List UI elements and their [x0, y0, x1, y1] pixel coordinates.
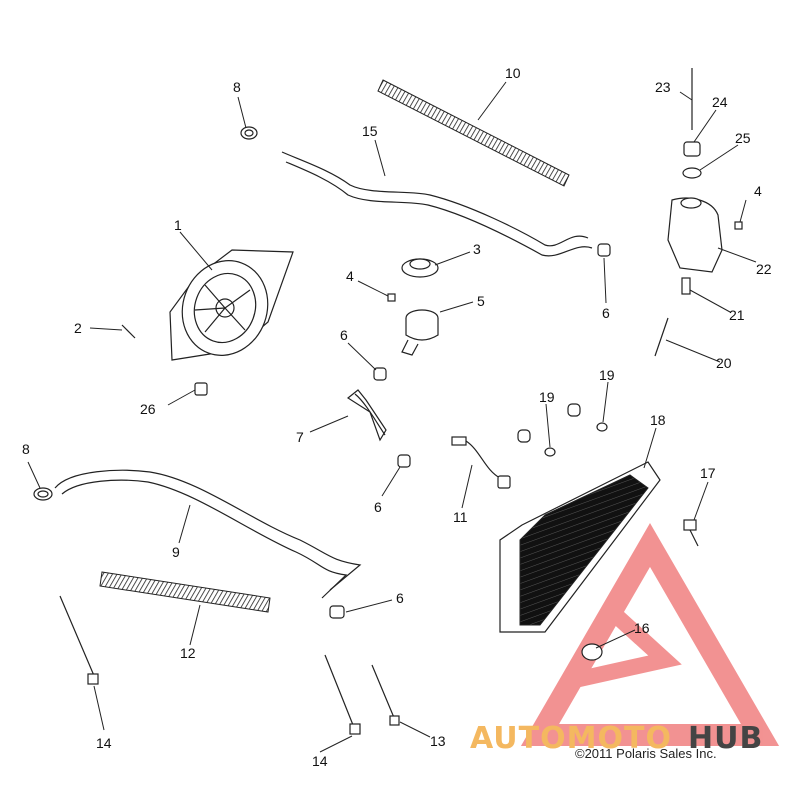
part-6-clamp-a — [597, 243, 611, 257]
part-9-lower-hose — [54, 469, 362, 599]
part-15-hose — [281, 151, 593, 257]
callout-18: 18 — [650, 412, 666, 428]
callout-24: 24 — [712, 94, 728, 110]
callout-26: 26 — [140, 401, 156, 417]
callout-9: 9 — [172, 544, 180, 560]
callout-15: 15 — [362, 123, 378, 139]
copyright-notice: ©2011 Polaris Sales Inc. — [575, 746, 717, 761]
callout-23: 23 — [655, 79, 671, 95]
part-10-corrugated-hose — [377, 79, 570, 187]
part-22-reservoir — [667, 197, 723, 273]
watermark-text-automoto: AUTOMOTO — [470, 721, 672, 756]
callout-12: 12 — [180, 645, 196, 661]
part-11-temp-sensor — [451, 436, 511, 489]
part-3-radiator-cap — [401, 258, 439, 278]
callout-5: 5 — [477, 293, 485, 309]
part-19-grommet-a — [517, 429, 556, 457]
part-13-rod — [371, 664, 400, 726]
callout-14-left: 14 — [96, 735, 112, 751]
part-8-clamp-left — [33, 487, 53, 501]
callout-17: 17 — [700, 465, 716, 481]
callout-21: 21 — [729, 307, 745, 323]
leader-lines — [27, 81, 757, 753]
part-20-tube — [654, 317, 669, 357]
part-14-rod-left — [59, 595, 99, 685]
callout-3: 3 — [473, 241, 481, 257]
callout-10: 10 — [505, 65, 521, 81]
part-26-grommet — [194, 382, 208, 396]
callout-6-a: 6 — [602, 305, 610, 321]
part-1-fan-assembly — [169, 249, 294, 361]
callout-1: 1 — [174, 217, 182, 233]
part-17-bolt — [683, 519, 699, 547]
callout-4-left: 4 — [346, 268, 354, 284]
callout-19-b: 19 — [599, 367, 615, 383]
callout-22: 22 — [756, 261, 772, 277]
part-18-radiator — [499, 461, 661, 633]
part-12-corrugated-hose — [99, 571, 271, 613]
callout-14-center: 14 — [312, 753, 328, 769]
callout-11: 11 — [453, 509, 468, 525]
callout-16: 16 — [634, 620, 650, 636]
part-2-bolt — [121, 324, 136, 339]
part-6-clamp-b — [373, 367, 387, 381]
part-25-o-ring — [682, 167, 702, 179]
callout-8-left: 8 — [22, 441, 30, 457]
part-8-clamp-top — [240, 126, 258, 140]
callout-7: 7 — [296, 429, 304, 445]
callout-20: 20 — [716, 355, 732, 371]
part-7-elbow-hose — [346, 389, 387, 442]
part-14-rod-center — [324, 654, 361, 735]
watermark-text-hub: HUB — [688, 721, 763, 756]
callout-13: 13 — [430, 733, 446, 749]
callout-19-a: 19 — [539, 389, 555, 405]
callout-labels: 1 2 3 4 4 5 6 6 6 6 7 8 8 9 10 11 12 13 … — [22, 65, 772, 769]
part-4-screw-left — [387, 293, 396, 302]
callout-8-top: 8 — [233, 79, 241, 95]
callout-2: 2 — [74, 320, 82, 336]
callout-6-d: 6 — [396, 590, 404, 606]
callout-6-c: 6 — [374, 499, 382, 515]
part-5-filler-neck — [401, 309, 439, 356]
callout-4-right: 4 — [754, 183, 762, 199]
part-21-fitting — [681, 277, 691, 295]
watermark-text: AUTOMOTO HUB — [470, 721, 763, 756]
callout-6-b: 6 — [340, 327, 348, 343]
part-6-clamp-c — [397, 454, 411, 468]
part-6-clamp-d — [329, 605, 345, 619]
part-19-grommet-b — [567, 403, 608, 432]
part-24-reservoir-cap — [683, 141, 701, 157]
callout-25: 25 — [735, 130, 751, 146]
part-4-screw-right — [734, 221, 743, 230]
